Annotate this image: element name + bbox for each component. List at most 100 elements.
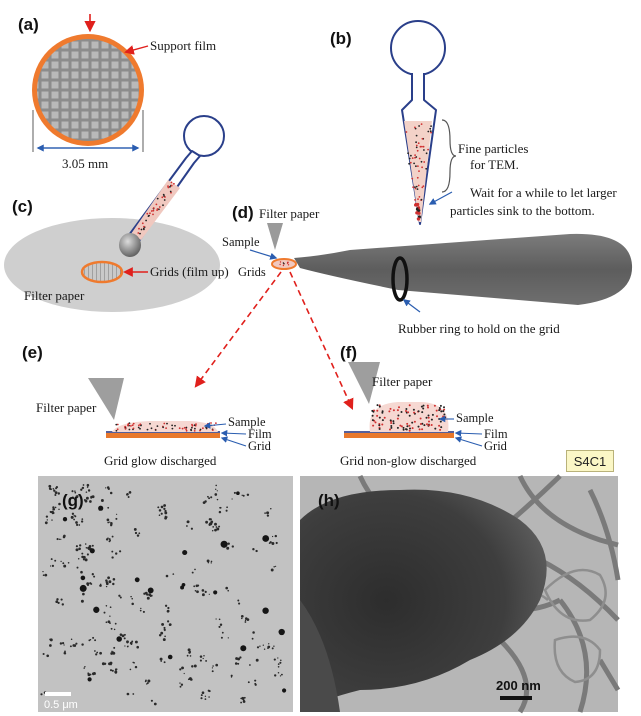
particle-dot <box>208 690 211 693</box>
particle-dot <box>273 645 275 647</box>
particle-dot <box>146 428 149 431</box>
particle-dot <box>130 643 133 645</box>
particle-dot <box>139 427 141 430</box>
particle-dot <box>417 425 420 428</box>
particle-dot <box>262 607 269 614</box>
particle-dot <box>54 493 57 497</box>
particle-dot <box>371 419 374 422</box>
particle-dot <box>59 642 63 645</box>
particle-dot <box>156 208 159 210</box>
particle-dot <box>210 560 213 563</box>
particle-dot <box>171 427 174 430</box>
particle-dot <box>113 646 116 649</box>
particle-dot <box>408 414 411 417</box>
particle-dot <box>389 407 392 410</box>
particle-dot <box>396 409 399 412</box>
particle-dot <box>211 429 214 431</box>
particle-dot <box>52 507 56 511</box>
particle-dot <box>105 605 108 607</box>
fine-particles-line1: Fine particles <box>458 141 528 156</box>
particle-dot <box>277 665 280 668</box>
particle-dot <box>411 177 414 180</box>
panel-a: (a) Support film 3.05 mm <box>18 14 216 171</box>
particle-dot <box>226 506 228 509</box>
particle-dot <box>418 207 421 210</box>
particle-dot <box>191 424 194 427</box>
particle-dot <box>99 651 102 655</box>
particle-dot <box>167 654 173 660</box>
particle-dot <box>208 497 211 500</box>
particle-dot <box>208 523 211 527</box>
particle-dot <box>91 573 94 576</box>
particle-dot <box>201 593 205 597</box>
particle-dot <box>127 423 130 425</box>
particle-dot <box>77 558 80 560</box>
particle-dot <box>405 428 407 431</box>
particle-dot <box>51 510 54 513</box>
particle-dot <box>237 657 241 661</box>
particle-dot <box>436 415 438 418</box>
particle-dot <box>411 157 414 160</box>
particle-dot <box>402 428 405 431</box>
caption-e: Grid glow discharged <box>104 453 217 468</box>
particle-dot <box>263 648 266 650</box>
particle-dot <box>119 550 122 553</box>
particle-dot <box>105 538 109 541</box>
particle-dot <box>42 574 45 577</box>
particle-dot <box>419 423 422 425</box>
particle-dot <box>143 225 145 228</box>
particle-dot <box>210 562 212 564</box>
particle-dot <box>205 520 209 524</box>
particle-dot <box>113 628 116 631</box>
particle-dot <box>161 513 163 515</box>
particle-dot <box>215 422 217 424</box>
particle-dot <box>64 652 67 655</box>
particle-dot <box>158 208 160 211</box>
particle-dot <box>134 531 138 535</box>
particle-dot <box>414 199 416 201</box>
particle-dot <box>158 633 162 637</box>
particle-dot <box>396 426 399 429</box>
particle-dot <box>218 618 221 621</box>
particle-dot <box>237 599 240 602</box>
particle-dot <box>170 184 173 187</box>
particle-dot <box>409 161 412 164</box>
particle-dot <box>53 489 56 492</box>
particle-dot <box>64 650 66 653</box>
particle-dot <box>205 426 208 429</box>
particle-dot <box>226 546 230 550</box>
particle-dot <box>80 488 83 491</box>
particle-dot <box>74 490 76 492</box>
fine-particles-brace <box>441 119 457 193</box>
particle-dot <box>231 545 234 548</box>
particle-dot <box>266 514 270 517</box>
particle-dot <box>181 666 184 670</box>
particle-dot <box>156 425 159 427</box>
filter-paper-f-label: Filter paper <box>372 374 433 389</box>
particle-dot <box>412 186 414 189</box>
particle-dot <box>143 592 146 595</box>
particle-dot <box>75 521 78 524</box>
particle-dot <box>410 154 412 157</box>
particle-dot <box>163 504 167 507</box>
particle-dot <box>89 500 92 503</box>
particle-dot <box>185 426 188 429</box>
particle-dot <box>149 422 151 425</box>
particle-dot <box>215 618 217 620</box>
particle-dot <box>390 425 393 427</box>
particle-dot <box>115 513 118 515</box>
particle-dot <box>161 622 165 626</box>
particle-dot <box>180 683 184 686</box>
particle-dot <box>147 587 154 594</box>
particle-dot <box>287 264 290 266</box>
particle-dot <box>193 430 196 432</box>
particle-dot <box>187 648 191 652</box>
particle-dot <box>442 410 445 413</box>
particle-dot <box>422 404 425 407</box>
particle-dot <box>71 512 75 515</box>
support-film-label: Support film <box>150 38 216 53</box>
particle-dot <box>185 429 188 432</box>
panel-f: (f) Filter paper Sample Film Grid Grid n… <box>340 343 508 468</box>
scale-bar-g-label: 0.5 μm <box>44 699 78 711</box>
particle-dot <box>427 414 430 417</box>
